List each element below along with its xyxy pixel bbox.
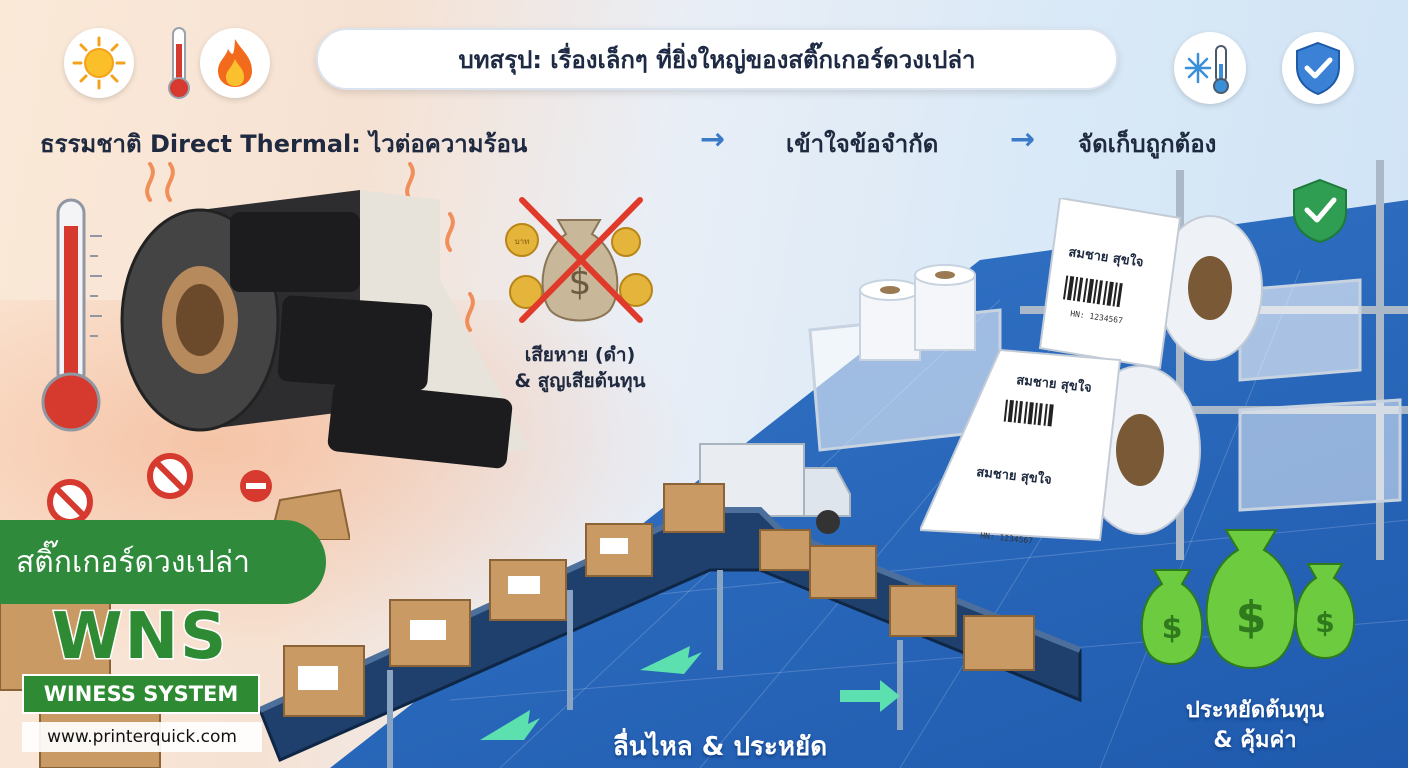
loss-label-line2: & สูญเสียต้นทุน <box>514 370 646 392</box>
svg-text:$: $ <box>569 262 592 303</box>
savings-label: ประหยัดต้นทุน & คุ้มค่า <box>1130 696 1380 756</box>
brand-logo: WNS <box>50 599 229 676</box>
thermometer-icon <box>168 27 190 99</box>
loss-label-line1: เสียหาย (ดำ) <box>524 344 636 366</box>
loss-label: เสียหาย (ดำ) & สูญเสียต้นทุน <box>480 342 680 394</box>
svg-text:$: $ <box>1315 606 1334 639</box>
website-url[interactable]: www.printerquick.com <box>22 722 262 752</box>
step-arrow-2: → <box>1010 122 1036 157</box>
svg-text:$: $ <box>1162 611 1183 646</box>
shield-check-icon <box>1296 41 1340 96</box>
sun-icon-badge <box>64 28 134 98</box>
coin-text: บาท <box>515 237 530 246</box>
step-direct-thermal: ธรรมชาติ Direct Thermal: ไวต่อความร้อน <box>40 130 528 158</box>
brand-bar: สติ๊กเกอร์ดวงเปล่า <box>0 520 326 604</box>
brand-subtitle: WINESS SYSTEM <box>22 674 260 714</box>
shield-icon-badge <box>1282 32 1354 104</box>
label-roll-bottom: สมชาย สุขใจ สมชาย สุขใจ HN: 1234567 <box>920 348 1201 546</box>
label-roll-top: สมชาย สุขใจ HN: 1234567 <box>1038 198 1263 370</box>
money-loss-icon: บาท $ <box>505 197 653 323</box>
step-understand-limits: เข้าใจข้อจำกัด <box>786 130 939 158</box>
fire-icon-badge <box>200 28 270 98</box>
savings-money-bags: $ $ $ <box>1140 529 1356 669</box>
sun-icon <box>72 36 126 90</box>
step-proper-storage: จัดเก็บถูกต้อง <box>1078 130 1217 158</box>
snowflake-thermometer-icon <box>1184 45 1229 94</box>
page-title: บทสรุป: เรื่องเล็กๆ ที่ยิ่งใหญ่ของสติ๊กเ… <box>458 45 976 74</box>
title-banner: บทสรุป: เรื่องเล็กๆ ที่ยิ่งใหญ่ของสติ๊กเ… <box>316 28 1118 90</box>
brand-bar-text: สติ๊กเกอร์ดวงเปล่า <box>16 544 251 580</box>
fire-icon <box>218 39 252 87</box>
step-arrow-1: → <box>700 122 726 157</box>
svg-text:$: $ <box>1236 592 1267 643</box>
large-thermometer-icon <box>41 198 102 432</box>
cold-storage-icon-badge <box>1174 32 1246 104</box>
conveyor-belt <box>258 483 1082 768</box>
savings-label-line1: ประหยัดต้นทุน <box>1185 698 1325 723</box>
burnt-label-roll <box>120 162 530 469</box>
savings-label-line2: & คุ้มค่า <box>1213 728 1297 753</box>
flow-label: ลื่นไหล & ประหยัด <box>612 732 828 762</box>
